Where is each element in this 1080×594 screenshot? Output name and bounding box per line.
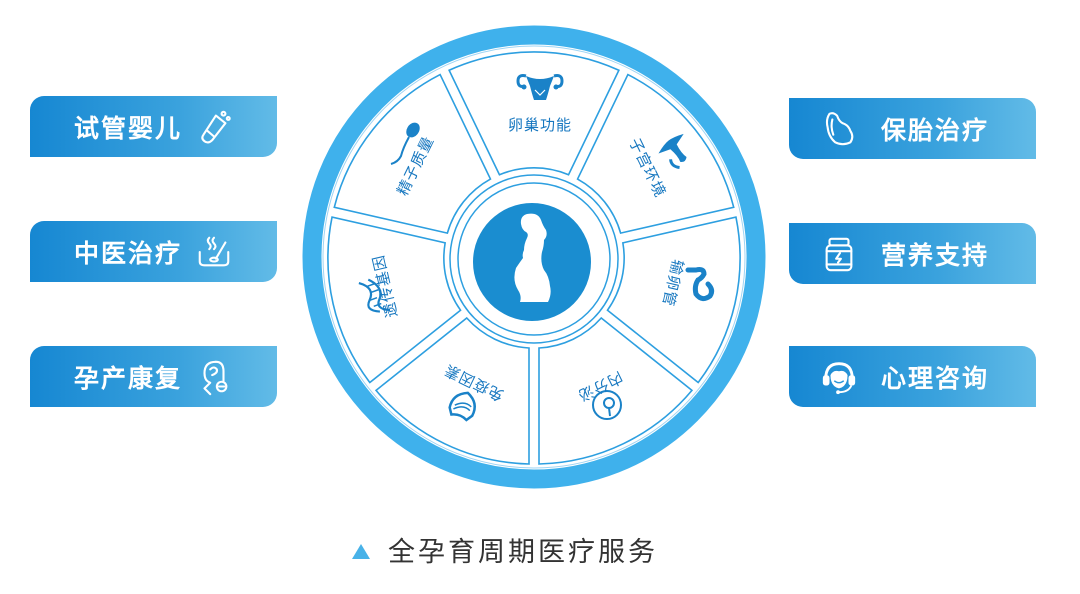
caption-text: 全孕育周期医疗服务 [388, 537, 658, 568]
fallopian-tube-icon [685, 267, 715, 302]
btn-nutrition[interactable]: 营养支持 [789, 223, 1036, 284]
outer-ring [302, 25, 766, 489]
btn-nutrition-label: 营养支持 [881, 240, 990, 270]
wheel-segment[interactable] [333, 73, 492, 235]
caption: 全孕育周期医疗服务 [352, 530, 658, 569]
btn-tcm-label: 中医治疗 [74, 238, 183, 268]
btn-ivf-label: 试管婴儿 [74, 113, 183, 143]
wheel-segment[interactable] [576, 73, 735, 235]
headset-counselor-icon [819, 357, 859, 397]
wheel-segment[interactable] [448, 51, 620, 176]
uterus-icon [658, 133, 687, 170]
test-tube-icon [194, 107, 234, 147]
wheel-segment[interactable] [606, 216, 741, 384]
btn-tcm[interactable]: 中医治疗 [30, 221, 277, 282]
dna-icon [358, 278, 391, 313]
wheel-segment[interactable] [327, 216, 462, 384]
endocrine-icon [592, 390, 622, 420]
uterus-protect-icon [819, 109, 859, 149]
btn-pregnancy-protection-label: 保胎治疗 [881, 115, 990, 145]
pregnant-woman-icon [514, 213, 551, 302]
triangle-icon [352, 544, 370, 559]
ovary-icon [516, 74, 564, 100]
btn-postpartum-label: 孕产康复 [74, 363, 183, 393]
supplement-jar-icon [819, 234, 859, 274]
wheel-segment[interactable] [538, 316, 694, 465]
herbal-bowl-icon [194, 232, 234, 272]
sperm-icon [390, 122, 420, 165]
btn-counseling-label: 心理咨询 [881, 363, 990, 393]
btn-ivf[interactable]: 试管婴儿 [30, 96, 277, 157]
btn-pregnancy-protection[interactable]: 保胎治疗 [789, 98, 1036, 159]
btn-postpartum[interactable]: 孕产康复 [30, 346, 277, 407]
segment-label-ovary: 卵巢功能 [508, 116, 572, 134]
outer-ring-inner-line [322, 45, 746, 469]
segments-group [327, 51, 741, 465]
btn-counseling[interactable]: 心理咨询 [789, 346, 1036, 407]
immune-shield-icon [448, 391, 476, 422]
mother-baby-icon [194, 357, 234, 397]
wheel-segment[interactable] [374, 316, 530, 465]
